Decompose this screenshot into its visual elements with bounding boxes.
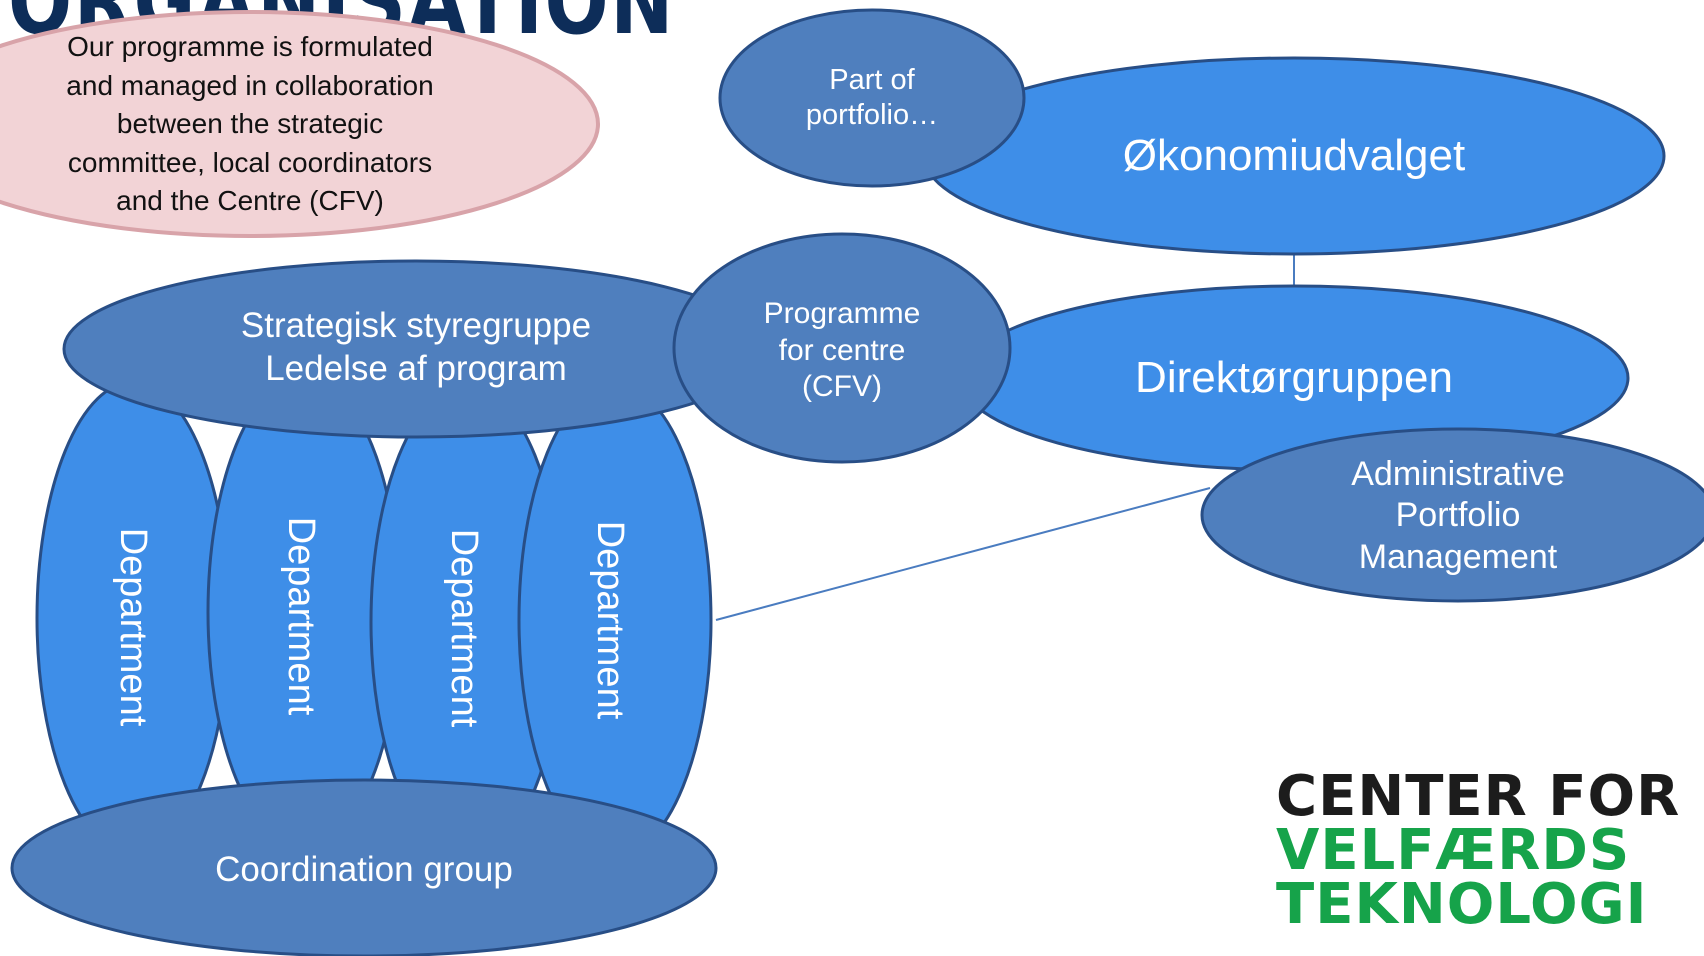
direktorgruppen-label: Direktørgruppen bbox=[1135, 353, 1453, 403]
programme-for-centre-line: for centre bbox=[778, 333, 906, 367]
department-label-3: Department bbox=[443, 528, 485, 728]
callout-line: between the strategic bbox=[116, 108, 384, 139]
strategisk-label: Strategisk styregruppe Ledelse af progra… bbox=[156, 302, 676, 394]
strategisk-line: Strategisk styregruppe bbox=[240, 306, 592, 346]
strategisk-line: Ledelse af program bbox=[265, 349, 567, 388]
department-label-2: Department bbox=[280, 516, 322, 716]
callout-line: Our programme is formulated bbox=[67, 31, 433, 62]
okonomiudvalget-label: Økonomiudvalget bbox=[1122, 131, 1466, 181]
connector-admin-departments bbox=[715, 487, 1211, 621]
callout-line: and managed in collaboration bbox=[66, 69, 434, 101]
part-of-portfolio-label: Part of portfolio… bbox=[752, 58, 992, 138]
coordination-group-label: Coordination group bbox=[215, 849, 513, 889]
programme-for-centre-label: Programme for centre (CFV) bbox=[722, 292, 962, 410]
programme-for-centre-ellipse bbox=[672, 232, 1012, 464]
callout-ellipse bbox=[0, 10, 600, 238]
department-label-4: Department bbox=[589, 520, 631, 720]
callout-text: Our programme is formulated and managed … bbox=[20, 28, 480, 221]
part-of-portfolio-line: portfolio… bbox=[805, 99, 939, 131]
programme-for-centre-line: (CFV) bbox=[802, 370, 882, 404]
logo-line-2: VELFÆRDS bbox=[1276, 818, 1631, 883]
administrative-portfolio-label: Administrative Portfolio Management bbox=[1258, 448, 1658, 584]
logo-line-3: TEKNOLOGI bbox=[1276, 872, 1648, 937]
administrative-portfolio-line: Administrative bbox=[1351, 454, 1565, 493]
callout-line: and the Centre (CFV) bbox=[116, 185, 384, 216]
administrative-portfolio-ellipse bbox=[1200, 427, 1704, 603]
administrative-portfolio-line: Management bbox=[1358, 537, 1558, 576]
part-of-portfolio-ellipse bbox=[718, 8, 1026, 188]
logo-line-1: CENTER FOR bbox=[1276, 764, 1681, 829]
callout-line: committee, local coordinators bbox=[67, 146, 433, 178]
part-of-portfolio-line: Part of bbox=[829, 63, 915, 96]
administrative-portfolio-line: Portfolio bbox=[1395, 496, 1521, 535]
center-for-velfaerdsteknologi-logo: CENTER FOR VELFÆRDS TEKNOLOGI bbox=[1276, 764, 1681, 937]
coordination-group-ellipse bbox=[10, 778, 718, 956]
department-label-1: Department bbox=[112, 527, 154, 727]
programme-for-centre-line: Programme bbox=[763, 297, 921, 331]
